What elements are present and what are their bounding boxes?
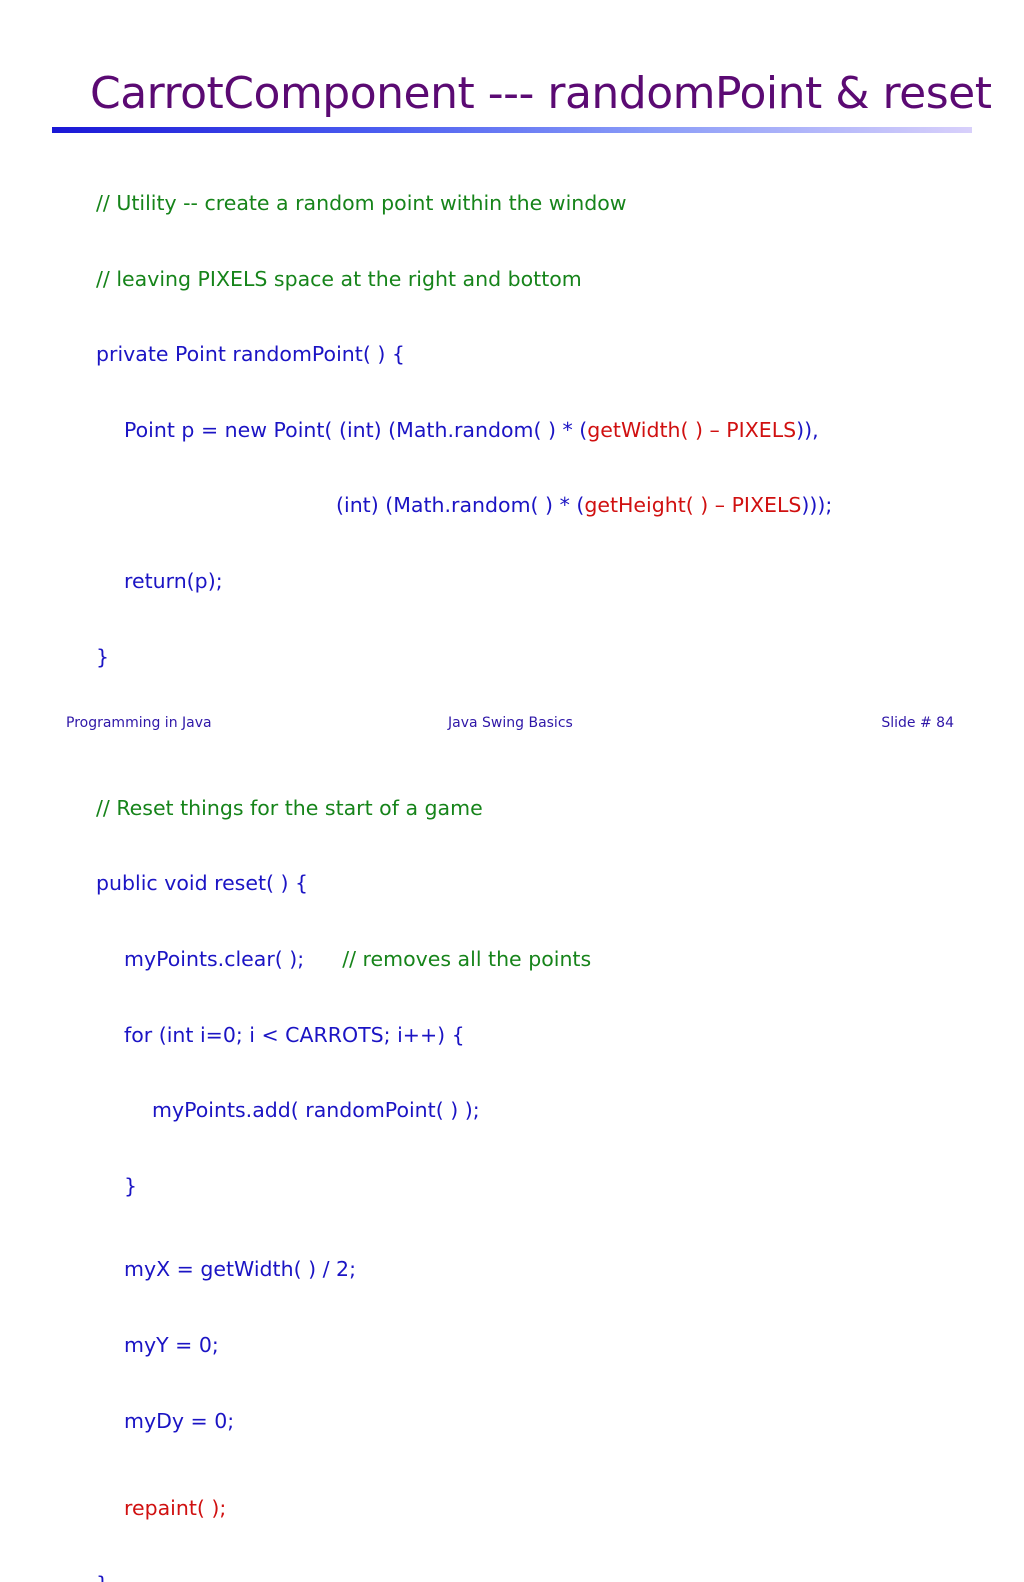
slide: CarrotComponent --- randomPoint & reset …	[52, 68, 992, 1582]
code-line-repaint: repaint( );	[124, 1496, 227, 1521]
code-line-add: myPoints.add( randomPoint( ) );	[152, 1098, 480, 1123]
code-line-final-brace: }	[96, 1571, 832, 1582]
code-segment: )));	[801, 493, 833, 518]
code-line-for-loop: for (int i=0; i < CARROTS; i++) {	[124, 1022, 465, 1047]
code-line-clear: myPoints.clear( ); // removes all the poi…	[96, 946, 832, 974]
code-line-myy: myY = 0;	[124, 1332, 219, 1357]
slide-title: CarrotComponent --- randomPoint & reset	[90, 68, 992, 119]
code-segment: )),	[796, 417, 819, 442]
code-comment-reset: // Reset things for the start of a game	[96, 795, 483, 820]
code-block: // Utility -- create a random point with…	[96, 142, 832, 1582]
code-line-loop-close-brace: }	[124, 1173, 138, 1198]
code-line-randompoint-signature: private Point randomPoint( ) {	[96, 342, 405, 367]
code-line-new-point: Point p = new Point( (int) (Math.random(…	[96, 417, 832, 445]
code-line-return: return(p);	[124, 568, 223, 593]
code-line-mydy: myDy = 0;	[124, 1408, 235, 1433]
code-segment: Point p = new Point( (int) (Math.random(…	[124, 417, 588, 442]
code-line-myx: myX = getWidth( ) / 2;	[124, 1257, 356, 1282]
code-line-new-point-cont: (int) (Math.random( ) * (getHeight( ) – …	[96, 492, 832, 520]
code-comment-removes: // removes all the points	[342, 946, 592, 971]
footer-course: Programming in Java	[66, 715, 212, 731]
title-underline	[52, 127, 972, 133]
code-line-reset-signature: public void reset( ) {	[96, 871, 309, 896]
code-line-close-brace: }	[96, 644, 110, 669]
code-segment: (int) (Math.random( ) * (	[336, 493, 585, 518]
code-segment: myPoints.clear( );	[124, 946, 305, 971]
code-comment-pixels: // leaving PIXELS space at the right and…	[96, 266, 582, 291]
code-highlight-getheight: getHeight( ) – PIXELS	[584, 493, 802, 518]
code-comment-utility: // Utility -- create a random point with…	[96, 191, 627, 215]
code-highlight-getwidth: getWidth( ) – PIXELS	[587, 417, 797, 442]
footer-slide-number: Slide # 84	[881, 715, 954, 731]
footer-topic: Java Swing Basics	[448, 715, 573, 731]
